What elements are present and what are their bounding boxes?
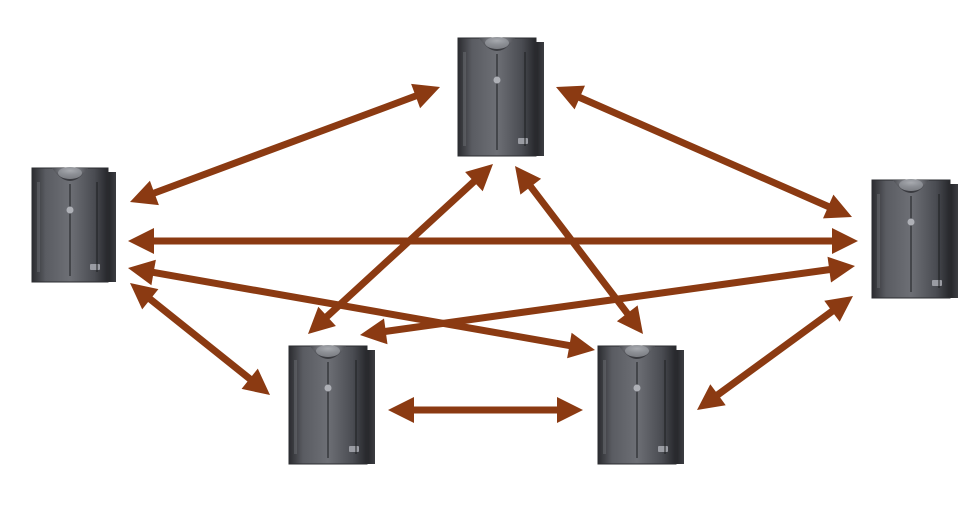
arrow-server-left-to-server-bottom-right — [128, 259, 595, 359]
arrow-server-right-to-server-bottom-left — [360, 256, 855, 345]
server-nodes — [31, 37, 958, 465]
arrow-server-left-to-server-right — [128, 228, 858, 254]
server-tower-icon — [31, 167, 116, 283]
server-tower-icon — [597, 345, 684, 465]
arrow-server-top-to-server-bottom-right — [515, 166, 643, 334]
arrow-server-right-to-server-bottom-right — [697, 296, 853, 410]
arrow-server-left-to-server-top — [130, 83, 440, 206]
arrow-server-left-to-server-bottom-left — [130, 283, 270, 395]
server-tower-icon — [871, 179, 958, 299]
arrow-server-top-to-server-right — [556, 85, 852, 219]
server-tower-icon — [288, 345, 375, 465]
connection-arrows — [128, 83, 858, 423]
server-tower-icon — [457, 37, 544, 157]
arrow-server-top-to-server-bottom-left — [308, 164, 493, 334]
arrow-server-bottom-left-to-server-bottom-right — [388, 397, 583, 423]
